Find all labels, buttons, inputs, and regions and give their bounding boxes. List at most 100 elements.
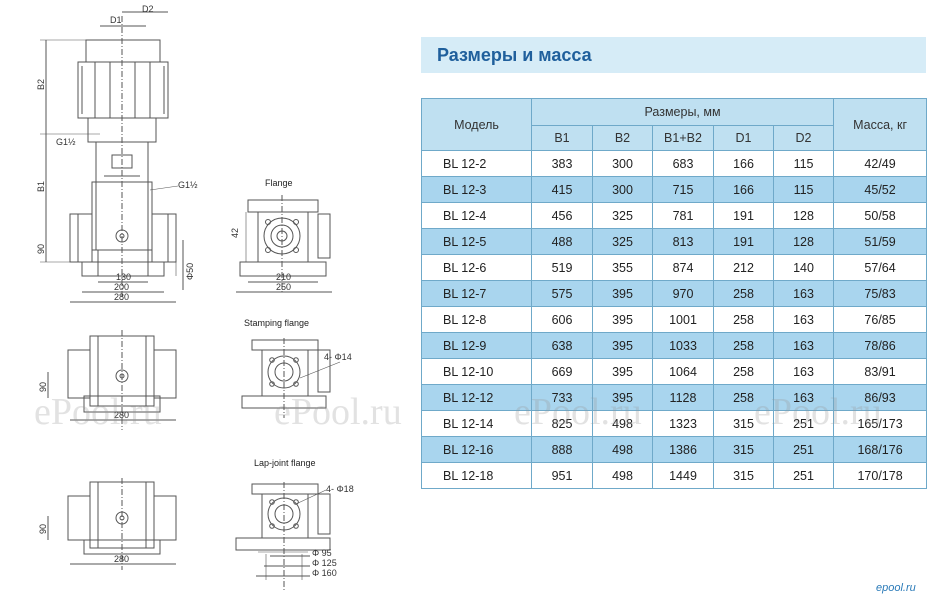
cell-b1: 488 — [531, 228, 593, 255]
dim-h90c: 90 — [38, 524, 48, 534]
dim-phi95: Φ 95 — [312, 548, 332, 558]
cell-b1b2: 874 — [652, 254, 714, 281]
caption-lapjoint-flange: Lap-joint flange — [254, 458, 316, 468]
dim-w200: 200 — [114, 282, 129, 292]
cell-b2: 395 — [592, 280, 653, 307]
caption-flange: Flange — [265, 178, 293, 188]
cell-d1: 166 — [713, 150, 774, 177]
cell-model: BL 12-16 — [421, 436, 532, 463]
cell-b2: 498 — [592, 410, 653, 437]
cell-model: BL 12-3 — [421, 176, 532, 203]
cell-model: BL 12-2 — [421, 150, 532, 177]
cell-d1: 258 — [713, 332, 774, 359]
cell-b1b2: 1064 — [652, 358, 714, 385]
cell-mass: 170/178 — [833, 462, 928, 489]
dim-d1: D1 — [110, 15, 122, 25]
cell-d1: 315 — [713, 436, 774, 463]
cell-d1: 166 — [713, 176, 774, 203]
subheader-b1b2: B1+B2 — [652, 125, 714, 151]
cell-model: BL 12-10 — [421, 358, 532, 385]
cell-b1b2: 970 — [652, 280, 714, 307]
dim-h90b: 90 — [38, 382, 48, 392]
cell-b1b2: 715 — [652, 176, 714, 203]
dim-g2: G1½ — [178, 180, 198, 190]
cell-b2: 395 — [592, 306, 653, 333]
cell-model: BL 12-7 — [421, 280, 532, 307]
dim-phi160: Φ 160 — [312, 568, 337, 578]
flange-view — [236, 195, 332, 293]
cell-model: BL 12-6 — [421, 254, 532, 281]
cell-d2: 163 — [772, 332, 835, 359]
dim-w250: 250 — [276, 282, 291, 292]
cell-b2: 498 — [592, 462, 653, 489]
cell-d1: 212 — [713, 254, 774, 281]
cell-b1b2: 1033 — [652, 332, 714, 359]
cell-d1: 258 — [713, 358, 774, 385]
cell-b2: 325 — [592, 202, 653, 229]
cell-d1: 191 — [713, 228, 774, 255]
section-title-bar: Размеры и масса — [421, 37, 926, 73]
dim-phi125: Φ 125 — [312, 558, 337, 568]
drawings-svg: D1 D2 B2 B1 G1½ G1½ 90 130 200 280 Φ50 4… — [36, 4, 354, 590]
pump-front-view — [40, 11, 184, 303]
cell-mass: 83/91 — [833, 358, 928, 385]
stamping-side-view — [241, 338, 341, 418]
cell-b1: 888 — [531, 436, 593, 463]
cell-mass: 57/64 — [833, 254, 928, 281]
header-mass: Масса, кг — [833, 98, 928, 151]
cell-mass: 75/83 — [833, 280, 928, 307]
subheader-b2: B2 — [592, 125, 653, 151]
cell-b2: 395 — [592, 332, 653, 359]
stamping-front-view — [47, 330, 177, 430]
cell-model: BL 12-4 — [421, 202, 532, 229]
cell-d2: 115 — [772, 150, 835, 177]
cell-model: BL 12-12 — [421, 384, 532, 411]
cell-b1b2: 1386 — [652, 436, 714, 463]
cell-b1b2: 1128 — [652, 384, 714, 411]
cell-b2: 395 — [592, 358, 653, 385]
cell-b1b2: 1001 — [652, 306, 714, 333]
cell-b2: 498 — [592, 436, 653, 463]
dim-holes14: 4- Φ14 — [324, 352, 352, 362]
dimensions-table: Модель Размеры, мм Масса, кг B1 B2 B1+B2… — [421, 98, 928, 489]
dim-w280c: 280 — [114, 554, 129, 564]
dim-holes18: 4- Φ18 — [326, 484, 354, 494]
subheader-d2: D2 — [772, 125, 835, 151]
cell-mass: 45/52 — [833, 176, 928, 203]
cell-b1: 951 — [531, 462, 593, 489]
cell-b1: 669 — [531, 358, 593, 385]
cell-b1b2: 1323 — [652, 410, 714, 437]
cell-mass: 86/93 — [833, 384, 928, 411]
cell-d1: 258 — [713, 384, 774, 411]
cell-mass: 50/58 — [833, 202, 928, 229]
cell-b1: 638 — [531, 332, 593, 359]
cell-mass: 51/59 — [833, 228, 928, 255]
dim-g1: G1½ — [56, 137, 76, 147]
cell-model: BL 12-9 — [421, 332, 532, 359]
cell-model: BL 12-5 — [421, 228, 532, 255]
cell-d2: 163 — [772, 306, 835, 333]
subheader-d1: D1 — [713, 125, 774, 151]
cell-b1b2: 1449 — [652, 462, 714, 489]
section-title: Размеры и масса — [437, 45, 592, 65]
subheader-b1: B1 — [531, 125, 593, 151]
cell-d2: 163 — [772, 358, 835, 385]
cell-b1b2: 813 — [652, 228, 714, 255]
dim-w130: 130 — [116, 272, 131, 282]
cell-model: BL 12-8 — [421, 306, 532, 333]
technical-drawings: D1 D2 B2 B1 G1½ G1½ 90 130 200 280 Φ50 4… — [0, 0, 400, 604]
dim-d2: D2 — [142, 4, 154, 14]
header-model: Модель — [421, 98, 532, 151]
cell-b1b2: 683 — [652, 150, 714, 177]
cell-d2: 128 — [772, 228, 835, 255]
header-dimensions: Размеры, мм — [530, 98, 835, 126]
dim-b2: B2 — [36, 79, 46, 90]
